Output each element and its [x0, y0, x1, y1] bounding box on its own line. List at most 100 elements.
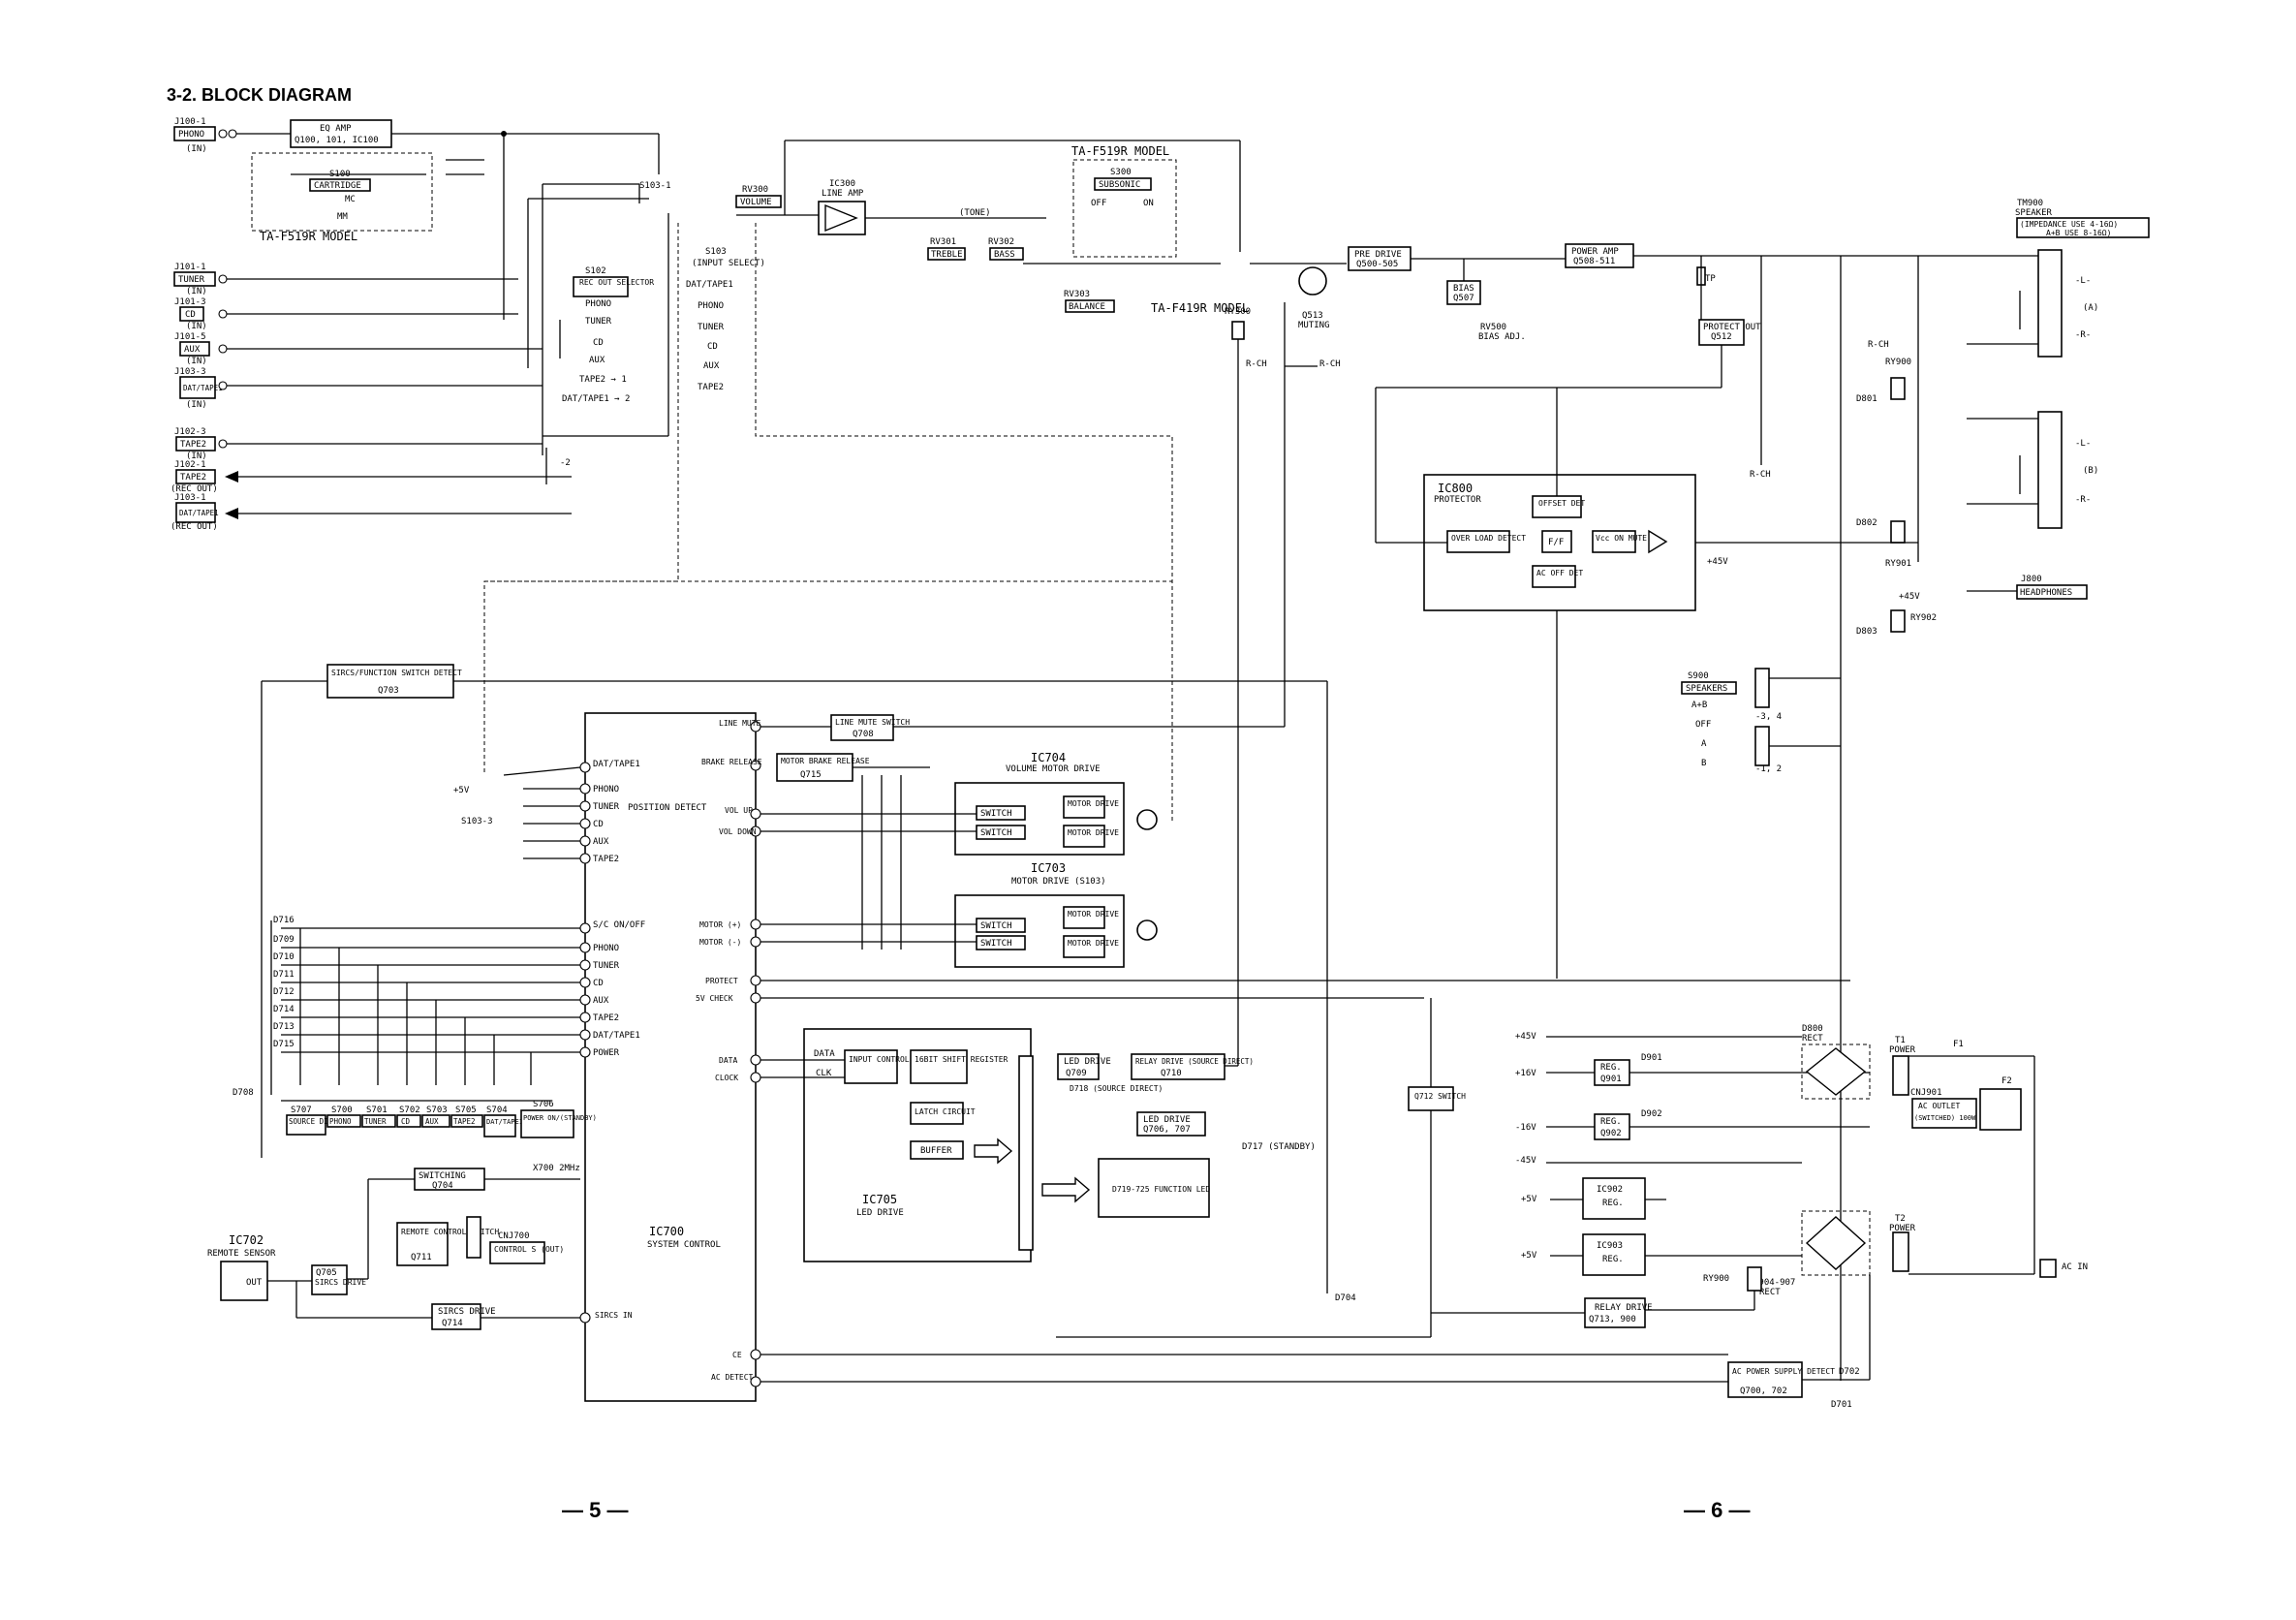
input-opt-2: TUNER: [698, 323, 725, 332]
function-pins: S/C ON/OFF PHONO TUNER CD AUX TAPE2 DAT/…: [281, 920, 645, 1058]
key-ref-3: S702: [399, 1106, 420, 1115]
cartridge-label: CARTRIDGE: [314, 181, 361, 191]
bass-label: BASS: [994, 250, 1015, 260]
remote-sensor-out: OUT: [246, 1278, 263, 1288]
sircs-in-pin: SIRCS IN: [595, 1311, 633, 1320]
jack-sub-aux: (IN): [186, 357, 207, 366]
input-opt-3: CD: [707, 342, 718, 352]
ic902-label: REG.: [1602, 1199, 1624, 1208]
key-name-6: DAT/TAPE1: [486, 1118, 523, 1126]
speakers-opt-3: B: [1701, 759, 1706, 768]
sircs-drive2-parts: Q714: [442, 1319, 463, 1328]
diagram-title: 3-2. BLOCK DIAGRAM: [167, 85, 352, 105]
rpin-10: CE: [732, 1351, 742, 1359]
subsonic-ref: S300: [1110, 168, 1132, 177]
ic903-label: REG.: [1602, 1255, 1624, 1264]
ic703-ref: IC703: [1031, 861, 1066, 875]
ic704-drive-1: MOTOR DRIVE: [1068, 799, 1119, 808]
jack-label-dat-out: DAT/TAPE1: [179, 509, 219, 517]
tone-label: (TONE): [959, 208, 991, 218]
pre-drive-parts: Q500-505: [1356, 260, 1398, 269]
sircs-detect-label: SIRCS/FUNCTION SWITCH DETECT: [331, 669, 462, 677]
jack-ref-dat-in: J103-3: [174, 367, 206, 377]
rec-out-opt-5: DAT/TAPE1 → 2: [562, 394, 630, 404]
d800-ref: D800: [1802, 1024, 1823, 1034]
key-ref-2: S701: [366, 1106, 388, 1115]
rec-out-opt-0: PHONO: [585, 299, 611, 309]
speakers-c2: -1, 2: [1755, 764, 1782, 774]
model-419-label: TA-F419R MODEL: [1151, 301, 1249, 315]
rpin-6: PROTECT: [705, 977, 738, 985]
jack-box-aux: [179, 341, 210, 357]
jack-label-cd: CD: [185, 310, 196, 320]
cartridge-mm: MM: [337, 212, 348, 222]
speakers-ref: S900: [1688, 671, 1709, 681]
power-supply: +45V +16V -16V -45V +5V +5V REG. Q901 D9…: [1431, 1024, 2088, 1410]
q901-label: REG.: [1600, 1063, 1622, 1073]
func-pin-4: AUX: [593, 996, 609, 1006]
spk-plus45: +45V: [1899, 592, 1920, 602]
line-mute-block: [830, 714, 894, 741]
speaker-label: SPEAKER: [2015, 208, 2053, 218]
volume-box: [735, 195, 782, 208]
ac-detect-label: AC POWER SUPPLY DETECT: [1732, 1367, 1835, 1376]
key-ref-5: S705: [455, 1106, 477, 1115]
jack-ref-tape2-in: J102-3: [174, 427, 206, 437]
func-pin-0: S/C ON/OFF: [593, 920, 645, 930]
motor-brake-block: [776, 753, 853, 782]
ic703-label: MOTOR DRIVE (S103): [1011, 877, 1106, 887]
switching-label: SWITCHING: [419, 1171, 466, 1181]
ic705-label: LED DRIVE: [856, 1208, 904, 1218]
bias-adj-ref: RV500: [1480, 323, 1506, 332]
input-opt-4: AUX: [703, 361, 720, 371]
sircs-detect-block: [326, 664, 454, 699]
ic705-input-control: INPUT CONTROL CIRCUIT: [849, 1055, 946, 1064]
bias-parts: Q507: [1453, 294, 1474, 303]
key-name-1: PHONO: [329, 1117, 352, 1126]
cartridge-mc: MC: [345, 195, 356, 204]
jack-ref-tape2-out: J102-1: [174, 460, 206, 470]
ry901-label: RY901: [1885, 559, 1911, 569]
diode-4: D712: [273, 987, 295, 997]
jack-sub-cd: (IN): [186, 322, 207, 331]
jack-sub-tuner: (IN): [186, 287, 207, 296]
diode-1: D709: [273, 935, 295, 945]
speaker-a-r: -R-: [2075, 330, 2091, 340]
pos-pin-4: AUX: [593, 837, 609, 847]
mechanical-links: [483, 223, 1173, 824]
subsonic-model-box: [1072, 159, 1177, 258]
power-amp-label: POWER AMP: [1571, 247, 1619, 257]
overload-label: OVER LOAD DETECT: [1451, 534, 1526, 543]
vcc-mute-label: Vcc ON MUTE: [1596, 534, 1647, 543]
ac-detect-block: [1727, 1361, 1803, 1398]
function-led-label: D719-725 FUNCTION LED: [1112, 1185, 1210, 1194]
jack-ref-aux: J101-5: [174, 332, 206, 342]
led-drive2-parts: Q706, 707: [1143, 1125, 1191, 1135]
speaker-a-terminal: [2037, 249, 2063, 358]
pos-pin-3: CD: [593, 820, 604, 829]
led-drive2-label: LED DRIVE: [1143, 1115, 1191, 1125]
volume-ref: RV300: [742, 185, 768, 195]
ic700-label: SYSTEM CONTROL: [647, 1240, 721, 1250]
speakers-c1: -3, 4: [1755, 712, 1782, 722]
power-amp-parts: Q508-511: [1573, 257, 1615, 266]
d902-label: D902: [1641, 1109, 1662, 1119]
d701-label: D701: [1831, 1400, 1852, 1410]
rpin-7: 5V CHECK: [696, 994, 733, 1003]
d717-label: D717 (STANDBY): [1242, 1142, 1316, 1152]
relay-drive-src-parts: Q710: [1161, 1069, 1182, 1078]
subsonic-on: ON: [1143, 199, 1154, 208]
rail-1: +16V: [1515, 1069, 1536, 1078]
diode-2: D710: [273, 952, 295, 962]
ic700-ref: IC700: [649, 1225, 684, 1238]
ac-in-plug: [2039, 1259, 2057, 1278]
subsonic-label: SUBSONIC: [1099, 180, 1140, 190]
pre-drive-label: PRE DRIVE: [1354, 250, 1402, 260]
balance-ref: RV303: [1064, 290, 1090, 299]
ic703-switch-1: SWITCH: [980, 921, 1012, 931]
speakers-opt-0: A+B: [1691, 701, 1707, 710]
muting-transistor: [1298, 266, 1327, 296]
speaker-ref: TM900: [2017, 199, 2043, 208]
d800-label: RECT: [1802, 1034, 1823, 1044]
cartridge-model-box: [251, 152, 433, 232]
